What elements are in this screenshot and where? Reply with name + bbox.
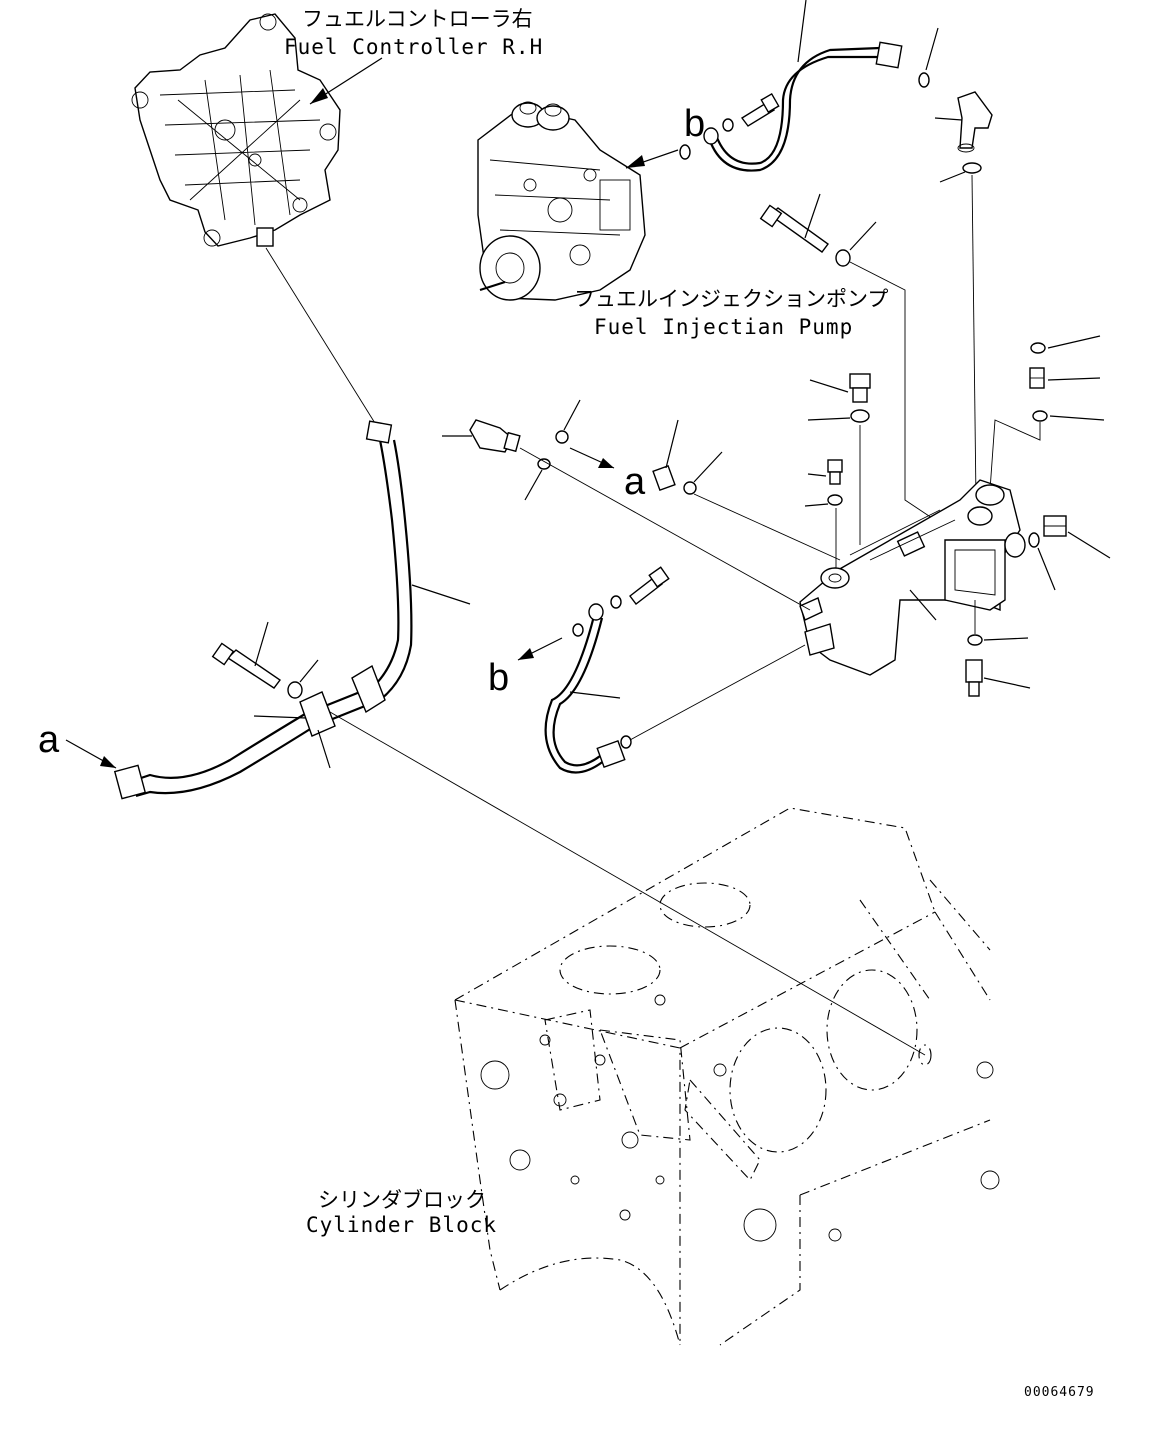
assembly-line	[989, 419, 1041, 491]
bolt-icon	[211, 642, 281, 689]
banjo-bolt-icon	[740, 92, 780, 127]
washer-icon	[850, 409, 870, 423]
washer-icon	[572, 623, 584, 637]
plug-fitting-icon	[1029, 367, 1045, 389]
leader-line	[253, 715, 307, 719]
fuel-manifold-block	[799, 479, 1026, 676]
o-ring-icon	[827, 494, 843, 506]
controller-hose-connection-line	[265, 247, 379, 429]
ref-label-a-mid: a	[624, 461, 646, 503]
washer-icon	[679, 144, 691, 160]
o-ring-icon	[683, 481, 697, 495]
o-ring-icon	[967, 634, 983, 646]
o-ring-icon	[962, 162, 982, 174]
o-ring-icon	[1028, 532, 1040, 548]
fuel-controller-rh	[131, 13, 341, 247]
ref-b-arrowhead	[518, 648, 534, 660]
fuel-tube-lower	[544, 603, 626, 774]
leader-line	[317, 729, 331, 769]
pump-arrowhead	[626, 155, 645, 168]
o-ring-icon	[537, 458, 551, 470]
leader-line	[804, 503, 829, 507]
leader-line	[849, 221, 877, 251]
washer-icon	[722, 118, 734, 132]
plug-fitting-icon	[965, 659, 983, 697]
fuel-pump-label-en: Fuel Injectian Pump	[594, 315, 853, 339]
bolt-icon	[629, 566, 670, 605]
leader-line	[804, 193, 821, 239]
leader-line	[569, 691, 621, 699]
leader-line	[1047, 377, 1101, 381]
leader-line	[807, 417, 851, 421]
fuel-injection-pump	[477, 101, 646, 301]
assembly-line	[629, 644, 806, 741]
o-ring-icon	[555, 430, 569, 444]
cylinder-block-label-en: Cylinder Block	[306, 1213, 497, 1237]
document-number: 00064679	[1024, 1385, 1095, 1400]
ref-label-a-left: a	[38, 719, 60, 761]
ref-a-arrowhead	[598, 458, 614, 468]
ref-label-b-bottom: b	[488, 657, 509, 699]
leader-line	[807, 473, 827, 477]
assembly-line	[519, 447, 811, 611]
leader-line	[934, 117, 963, 121]
leader-line	[254, 621, 269, 667]
washer-icon	[287, 681, 303, 699]
hex-bolt-icon	[827, 459, 843, 485]
leader-line	[524, 469, 543, 501]
sensor-icon	[469, 419, 521, 453]
fuel-hose-left	[113, 420, 413, 800]
leader-line	[1049, 415, 1105, 421]
leader-line	[809, 379, 849, 393]
cylinder-block	[454, 807, 1000, 1346]
o-ring-icon	[620, 735, 632, 749]
bolt-icon	[759, 204, 829, 253]
leader-line	[299, 659, 319, 683]
fuel-tube-upper	[703, 41, 903, 172]
leader-line	[797, 0, 807, 63]
fuel-pump-label-jp: フュエルインジェクションポンプ	[574, 287, 888, 311]
washer-icon	[835, 249, 851, 267]
washer-icon	[610, 595, 622, 609]
plug-icon	[1043, 515, 1067, 537]
leader-line	[693, 451, 723, 483]
leader-line	[1037, 547, 1056, 591]
assembly-line	[693, 493, 841, 561]
leader-line	[939, 171, 966, 183]
leader-line	[1067, 531, 1111, 559]
ref-label-b-top: b	[684, 103, 705, 145]
leader-line	[909, 589, 937, 621]
hose-block-connection-line	[329, 711, 926, 1056]
hex-bolt-icon	[849, 373, 871, 403]
leader-line	[983, 637, 1029, 641]
elbow-fitting-icon	[957, 91, 993, 153]
leader-line	[665, 419, 679, 469]
fuel-controller-label-jp: フュエルコントローラ右	[302, 7, 533, 31]
cylinder-block-label-jp: シリンダブロック	[318, 1188, 486, 1212]
leader-line	[411, 584, 471, 605]
connector-fitting-icon	[652, 464, 676, 492]
leader-line	[1047, 335, 1101, 349]
o-ring-icon	[1030, 342, 1046, 354]
assembly-line	[971, 174, 977, 501]
leader-line	[925, 27, 939, 71]
o-ring-icon	[1032, 410, 1048, 422]
fuel-controller-label-en: Fuel Controller R.H	[284, 35, 543, 59]
leader-line	[563, 399, 581, 431]
assembly-line	[849, 261, 936, 521]
ref-a-left-arrowhead	[100, 756, 116, 768]
o-ring-icon	[918, 72, 930, 88]
controller-arrowhead	[310, 88, 328, 104]
leader-line	[983, 677, 1031, 689]
